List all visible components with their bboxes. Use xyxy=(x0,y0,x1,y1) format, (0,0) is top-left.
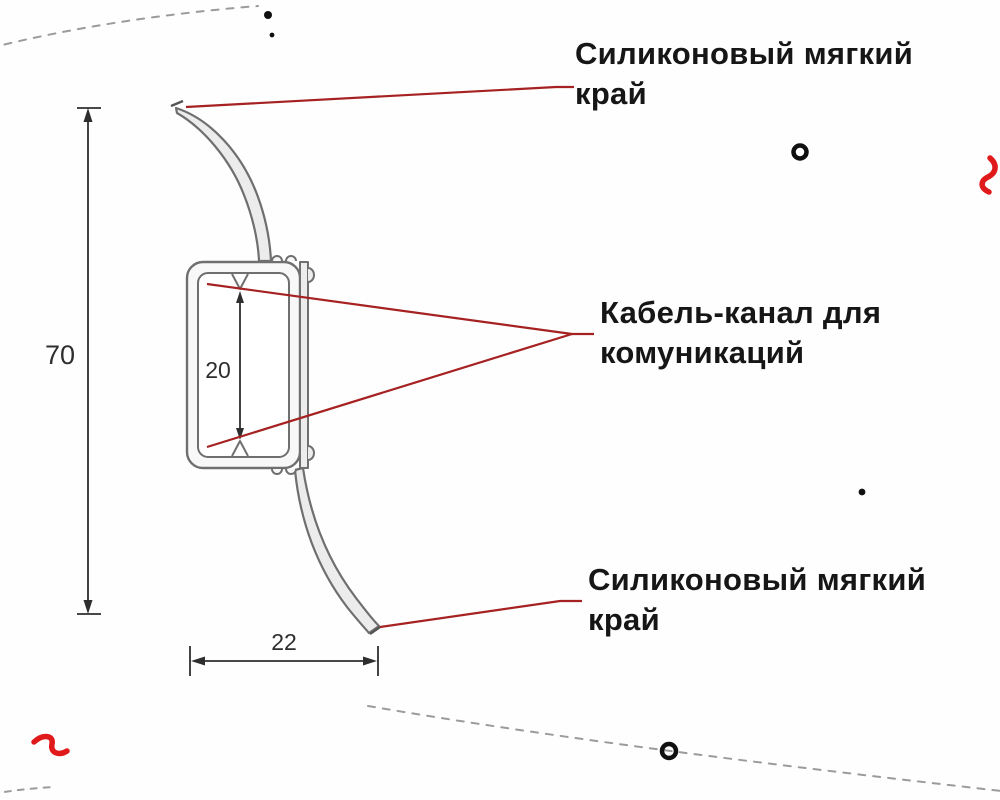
speck-ring-bottom xyxy=(659,741,679,761)
label-bottom-soft-edge: Силиконовый мягкий край xyxy=(588,562,927,638)
cable-channel-inner-wall xyxy=(197,272,290,458)
label-top-soft-edge: Силиконовый мягкий край xyxy=(575,36,914,112)
channel-dim-arrow-top xyxy=(236,291,244,303)
rib-notch-bottom xyxy=(231,440,249,457)
speck-dot-mid-right xyxy=(858,488,866,496)
red-squiggle-right xyxy=(979,155,998,195)
dashed-curve-top-left xyxy=(0,5,259,47)
leader-top-edge xyxy=(185,85,574,109)
dimension-lines xyxy=(77,107,379,676)
spine-web xyxy=(299,261,309,469)
dimension-base-depth: 22 xyxy=(271,629,297,655)
leader-channel-lower xyxy=(206,332,573,449)
leader-lines xyxy=(185,85,594,629)
dimension-channel-height: 20 xyxy=(205,357,231,383)
speck-dot-top xyxy=(264,11,272,19)
dashed-curve-bottom-left xyxy=(0,786,56,794)
leader-bottom-edge xyxy=(379,599,582,629)
channel-dim-arrow-bottom xyxy=(236,428,244,440)
height-dim-arrow-bottom xyxy=(83,600,93,614)
depth-dim-arrow-left xyxy=(191,656,205,666)
clip-hooks-right xyxy=(307,267,315,461)
speck-ring-right xyxy=(791,143,809,161)
profile-cross-section xyxy=(170,99,381,635)
dimension-total-height: 70 xyxy=(44,340,76,370)
label-cable-channel: Кабель-канал для комуникаций xyxy=(600,295,882,371)
top-tip-detail xyxy=(170,99,184,108)
clip-bumps-top xyxy=(271,255,297,262)
decorative-artifacts xyxy=(0,5,1000,794)
top-blade xyxy=(174,106,273,263)
depth-dim-arrow-right xyxy=(363,656,377,666)
speck-dot-top-small xyxy=(269,32,275,38)
bottom-blade xyxy=(293,466,381,635)
bottom-tip-detail xyxy=(369,626,381,635)
red-squiggle-bottom-left xyxy=(31,733,70,757)
height-dim-arrow-top xyxy=(83,108,93,122)
dashed-curve-bottom xyxy=(367,705,1000,792)
clip-bumps-bottom xyxy=(271,468,297,475)
